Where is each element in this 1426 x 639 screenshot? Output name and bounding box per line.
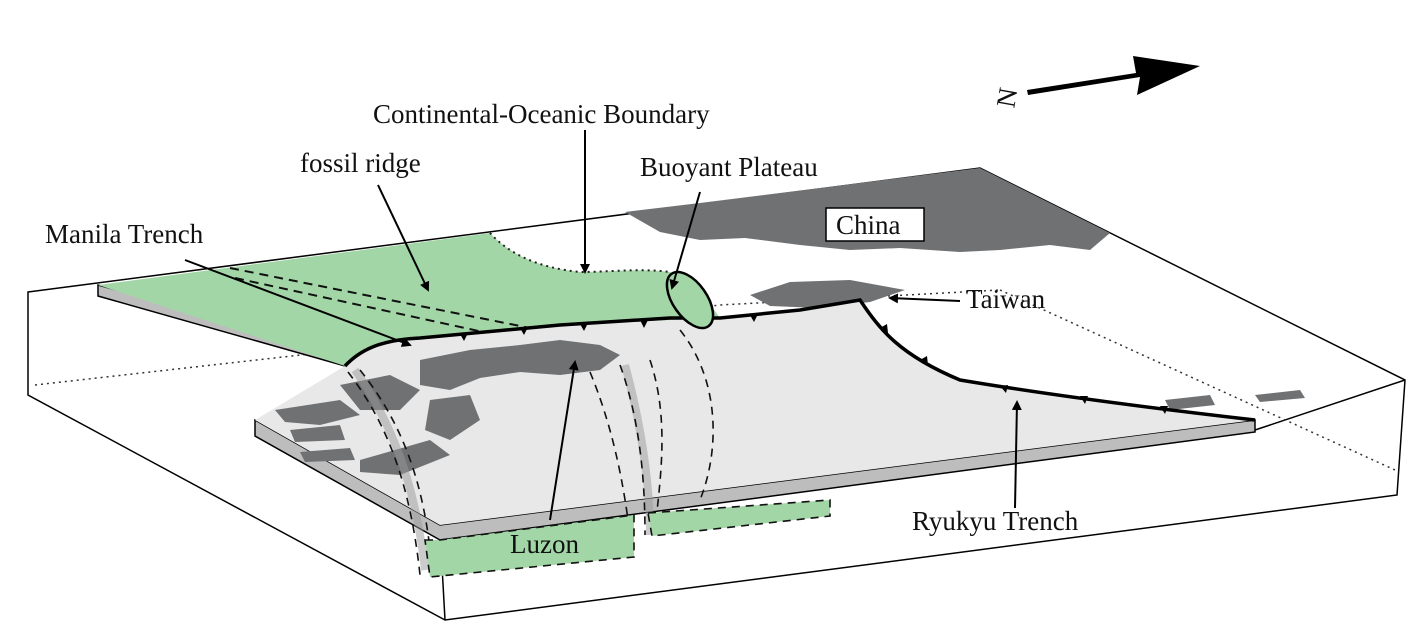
label-ryukyu-trench: Ryukyu Trench (912, 506, 1079, 536)
trench-teeth (400, 314, 1168, 414)
label-luzon: Luzon (510, 529, 579, 559)
label-china: China (836, 210, 901, 240)
dotted-guides (34, 289, 1396, 471)
trench-line (343, 298, 1256, 422)
label-buoyant-plateau: Buoyant Plateau (640, 152, 818, 182)
label-continental-oceanic-boundary: Continental-Oceanic Boundary (373, 99, 710, 129)
label-fossil-ridge: fossil ridge (300, 148, 421, 178)
islands (1165, 390, 1305, 410)
label-taiwan: Taiwan (966, 284, 1046, 314)
slab-dashed-lines (347, 329, 714, 576)
subducted-slab-east (647, 499, 831, 537)
luzon-landmass (275, 340, 620, 475)
north-label: N (990, 85, 1023, 109)
label-manila-trench: Manila Trench (45, 219, 204, 249)
taiwan-island (750, 280, 905, 308)
south-china-sea-plate (98, 233, 720, 366)
china-label-box (825, 207, 925, 242)
fossil-ridge-lines (229, 267, 541, 341)
label-arrows (184, 130, 1022, 521)
north-arrow (1027, 56, 1200, 95)
subducted-slab-luzon (424, 514, 635, 578)
